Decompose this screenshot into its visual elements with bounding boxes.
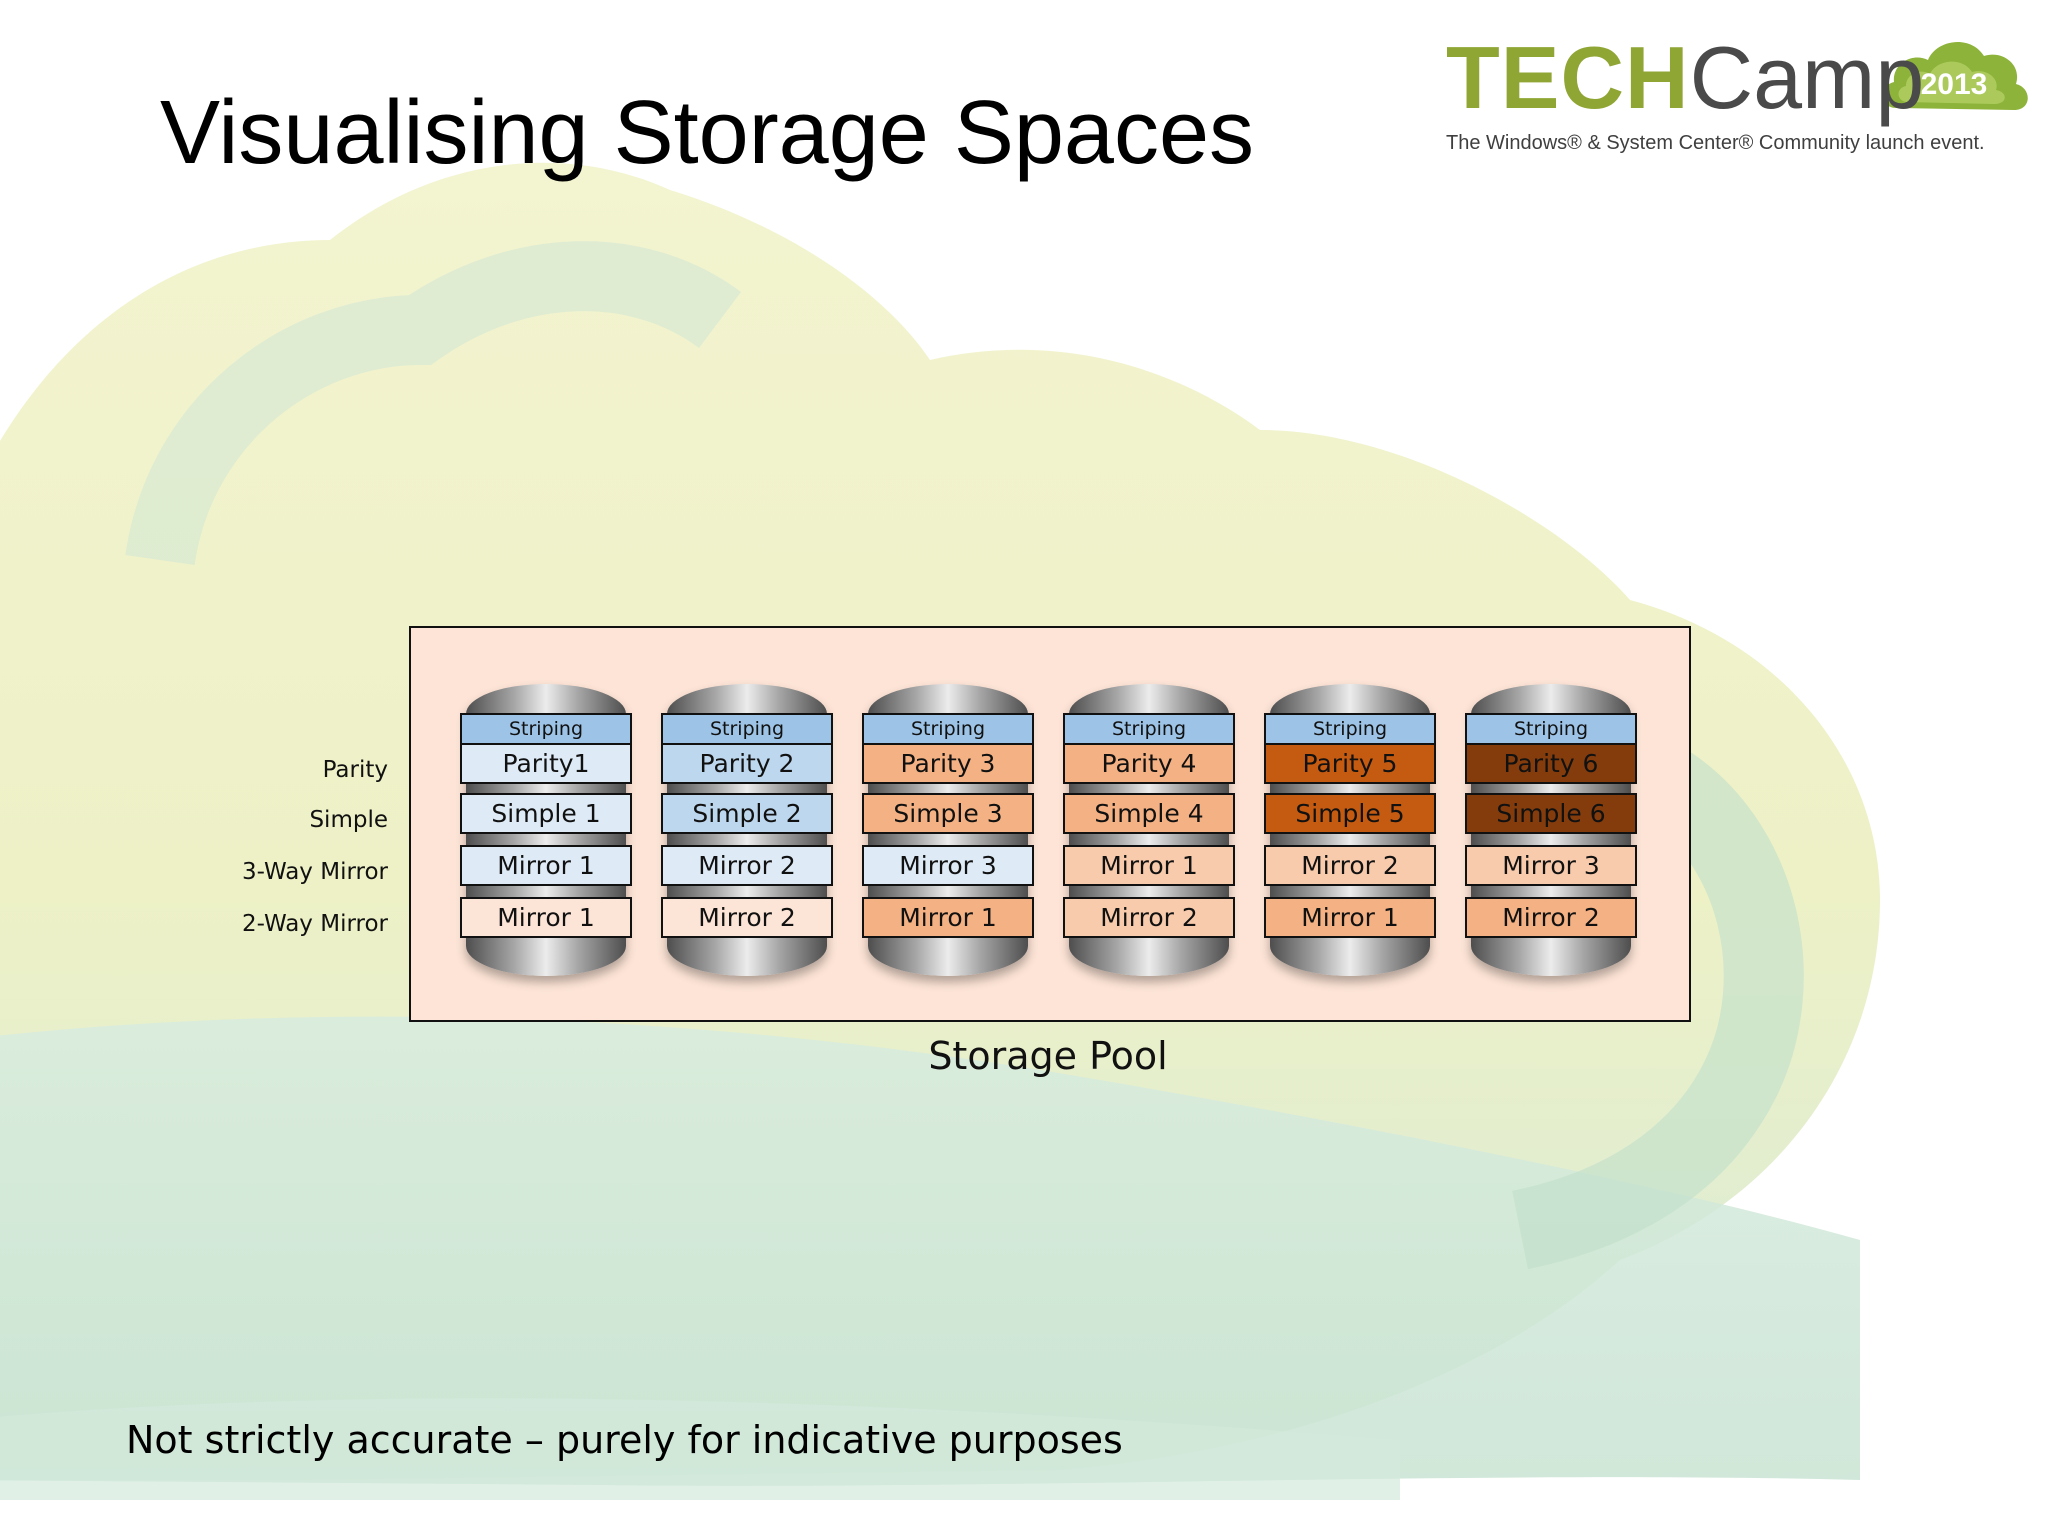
disk-2-striping-segment: Striping [661,713,833,745]
disk-6-mirror3-segment: Mirror 3 [1465,845,1637,886]
disk-2-mirror2-segment: Mirror 2 [661,897,833,938]
row-label-2-way-mirror: 2-Way Mirror [241,911,388,937]
row-label-simple: Simple [309,807,388,833]
logo-year: 2013 [1920,68,1988,101]
disk-2-parity-segment: Parity 2 [661,743,833,784]
disk-1-mirror3-segment: Mirror 1 [460,845,632,886]
disk-1-parity-segment: Parity1 [460,743,632,784]
disk-2-mirror3-segment: Mirror 2 [661,845,833,886]
disk-3-parity-segment: Parity 3 [862,743,1034,784]
slide-title: Visualising Storage Spaces [160,83,1255,183]
disk-1-striping-segment: Striping [460,713,632,745]
disk-6-simple-segment: Simple 6 [1465,793,1637,834]
disk-5-mirror2-segment: Mirror 1 [1264,897,1436,938]
disk-4-parity-segment: Parity 4 [1063,743,1235,784]
disk-1-mirror2-segment: Mirror 1 [460,897,632,938]
disk-6-mirror2-segment: Mirror 2 [1465,897,1637,938]
disk-5-mirror3-segment: Mirror 2 [1264,845,1436,886]
logo-tagline: The Windows® & System Center® Community … [1446,132,1985,154]
disk-4-mirror2-segment: Mirror 2 [1063,897,1235,938]
disk-1-simple-segment: Simple 1 [460,793,632,834]
disk-3-mirror3-segment: Mirror 3 [862,845,1034,886]
disk-5-striping-segment: Striping [1264,713,1436,745]
row-label-3-way-mirror: 3-Way Mirror [241,859,388,885]
disk-5-parity-segment: Parity 5 [1264,743,1436,784]
disk-3-striping-segment: Striping [862,713,1034,745]
storage-pool-caption: Storage Pool [928,1034,1168,1078]
disk-3-mirror2-segment: Mirror 1 [862,897,1034,938]
techcamp-logo: 2013 TECHCamp The Windows® & System Cent… [1390,8,2040,198]
logo-wordmark: TECHCamp [1446,34,1924,122]
disk-2-simple-segment: Simple 2 [661,793,833,834]
disk-4-simple-segment: Simple 4 [1063,793,1235,834]
disk-4-striping-segment: Striping [1063,713,1235,745]
disk-5-simple-segment: Simple 5 [1264,793,1436,834]
cloud-badge-icon [1882,42,2028,110]
disk-6-striping-segment: Striping [1465,713,1637,745]
disk-6-parity-segment: Parity 6 [1465,743,1637,784]
disk-4-mirror3-segment: Mirror 1 [1063,845,1235,886]
row-label-parity: Parity [322,757,388,783]
disk-3-simple-segment: Simple 3 [862,793,1034,834]
logo-camp-text: Camp [1689,28,1925,127]
logo-tech-text: TECH [1446,28,1690,127]
footnote: Not strictly accurate – purely for indic… [126,1418,1123,1462]
